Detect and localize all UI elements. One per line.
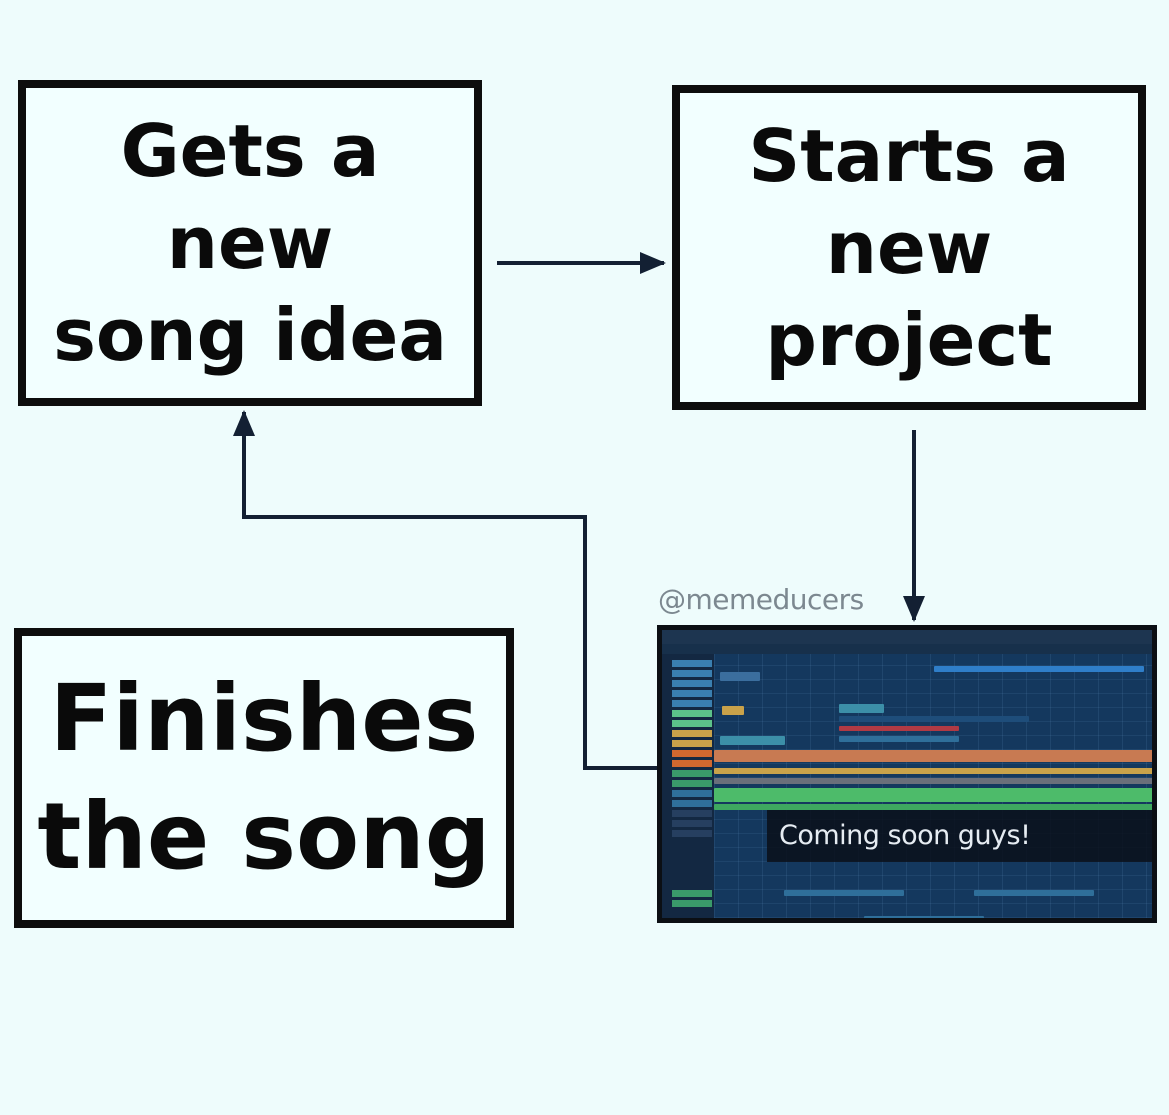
daw-titlebar xyxy=(662,630,1152,644)
daw-sidebar-item xyxy=(672,890,712,897)
box-idea-line-2: new xyxy=(166,201,334,285)
daw-sidebar-item xyxy=(672,730,712,737)
daw-sidebar-item xyxy=(672,770,712,777)
daw-clip xyxy=(722,706,744,715)
daw-sidebar-item xyxy=(672,660,712,667)
daw-clip xyxy=(720,672,760,681)
daw-sidebar-item xyxy=(672,760,712,767)
daw-sidebar-item xyxy=(672,900,712,907)
daw-sidebar-item xyxy=(672,750,712,757)
arrow-screenshot-to-idea xyxy=(233,410,657,770)
daw-clip xyxy=(934,666,1144,672)
daw-clip xyxy=(839,726,959,731)
daw-clip xyxy=(839,716,1029,722)
box-project-line-2: new xyxy=(825,205,993,290)
box-finishes-the-song: Finishes the song xyxy=(14,628,514,928)
daw-playlist-grid xyxy=(714,654,1152,918)
daw-sidebar-item xyxy=(672,690,712,697)
daw-clip xyxy=(864,916,984,918)
daw-sidebar-item xyxy=(672,720,712,727)
daw-screenshot: Coming soon guys! xyxy=(657,625,1157,923)
daw-sidebar-item xyxy=(672,740,712,747)
daw-clip xyxy=(784,890,904,896)
watermark-handle: @memeducers xyxy=(658,583,864,616)
daw-clip xyxy=(974,890,1094,896)
daw-sidebar-item xyxy=(672,820,712,827)
daw-clip xyxy=(714,788,1152,802)
box-finish-line-2: the song xyxy=(37,783,491,890)
daw-clip xyxy=(714,750,1152,762)
daw-sidebar-item xyxy=(672,670,712,677)
daw-sidebar-item xyxy=(672,830,712,837)
box-finish-line-1: Finishes xyxy=(49,665,479,772)
box-idea-line-3: song idea xyxy=(53,293,447,377)
daw-sidebar-item xyxy=(672,800,712,807)
daw-clip xyxy=(714,804,1152,810)
daw-sidebar-item xyxy=(672,710,712,717)
daw-clip xyxy=(720,736,785,745)
daw-clip xyxy=(714,778,1152,784)
box-idea-line-1: Gets a xyxy=(120,109,380,193)
daw-sidebar xyxy=(662,654,714,918)
daw-clip xyxy=(714,768,1152,774)
daw-clip xyxy=(839,736,959,742)
daw-sidebar-item xyxy=(672,810,712,817)
daw-sidebar-item xyxy=(672,680,712,687)
daw-sidebar-item xyxy=(672,790,712,797)
daw-clip xyxy=(839,704,884,713)
box-project-line-1: Starts a xyxy=(748,113,1070,198)
box-project-line-3: project xyxy=(765,297,1053,382)
daw-caption-overlay: Coming soon guys! xyxy=(767,810,1152,862)
daw-sidebar-item xyxy=(672,780,712,787)
daw-toolbar xyxy=(662,644,1152,654)
daw-sidebar-item xyxy=(672,700,712,707)
box-gets-new-song-idea: Gets a new song idea xyxy=(18,80,482,406)
box-starts-new-project: Starts a new project xyxy=(672,85,1146,410)
